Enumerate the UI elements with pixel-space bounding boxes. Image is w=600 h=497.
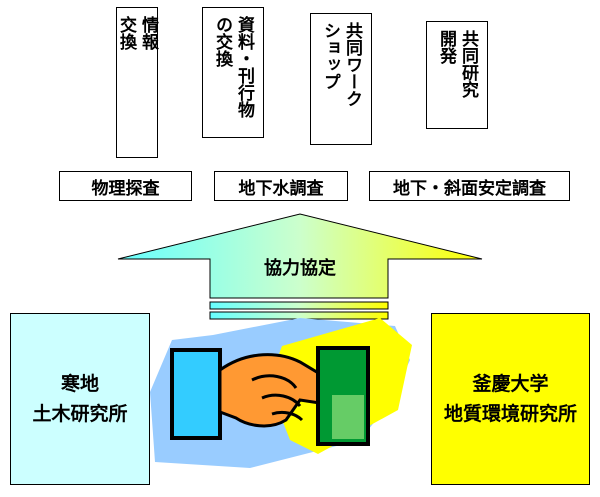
arrow-label: 協力協定 [264, 258, 336, 279]
left-org-label: 寒地 土木研究所 [32, 373, 128, 425]
top-box-label: 資料・刊行物 の交換 [212, 16, 254, 118]
left-org-box: 寒地 土木研究所 [10, 313, 150, 485]
top-box-label: 情報 交換 [116, 16, 158, 50]
handshake-icon [150, 318, 412, 468]
top-box-label: 共同ワーク ショップ [320, 22, 362, 107]
top-box-joint-research: 共同研究 開発 [426, 21, 488, 129]
arrow-bar-2 [209, 311, 389, 320]
right-org-box: 釜慶大学 地質環境研究所 [431, 313, 590, 485]
middle-box-label: 地下・斜面安定調査 [393, 178, 546, 199]
middle-box-groundwater: 地下水調査 [214, 171, 348, 201]
top-box-label: 共同研究 開発 [436, 30, 478, 98]
middle-box-slope: 地下・斜面安定調査 [369, 171, 570, 201]
middle-box-label: 物理探査 [91, 178, 160, 199]
up-arrow [117, 213, 483, 299]
arrow-bar-1 [209, 301, 389, 310]
right-org-label: 釜慶大学 地質環境研究所 [443, 373, 577, 425]
middle-box-geophysical: 物理探査 [59, 171, 192, 201]
top-box-joint-workshop: 共同ワーク ショップ [310, 13, 372, 145]
middle-box-label: 地下水調査 [238, 178, 324, 199]
top-box-material-exchange: 資料・刊行物 の交換 [202, 7, 264, 138]
top-box-info-exchange: 情報 交換 [116, 7, 158, 158]
